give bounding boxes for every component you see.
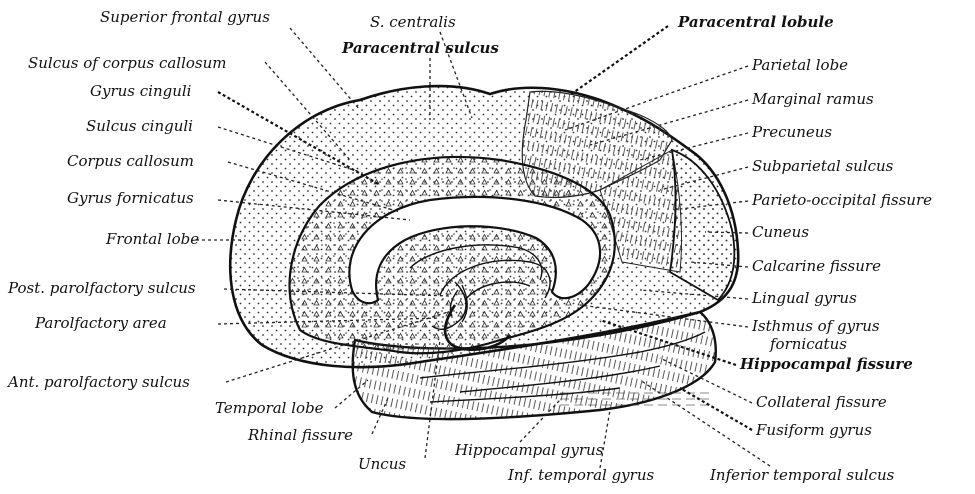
- label-post-parolfactory-sulcus: Post. parolfactory sulcus: [7, 279, 196, 297]
- cuneus-region: [670, 150, 734, 300]
- label-sulcus-cinguli: Sulcus cinguli: [86, 117, 193, 135]
- label-subparietal-sulcus: Subparietal sulcus: [752, 157, 894, 175]
- label-marginal-ramus: Marginal ramus: [751, 90, 874, 108]
- label-uncus: Uncus: [358, 455, 406, 473]
- label-parolfactory-area: Parolfactory area: [34, 314, 167, 332]
- label-hippocampal-gyrus: Hippocampal gyrus: [454, 441, 604, 459]
- label-gyrus-fornicatus: Gyrus fornicatus: [67, 189, 194, 207]
- label-cuneus: Cuneus: [752, 223, 809, 241]
- label-s-centralis: S. centralis: [370, 13, 456, 31]
- label-paracentral-lobule: Paracentral lobule: [677, 13, 834, 31]
- label-calcarine-fissure: Calcarine fissure: [752, 257, 881, 275]
- label-collateral-fissure: Collateral fissure: [756, 393, 887, 411]
- label-parieto-occipital-fissure: Parieto-occipital fissure: [751, 191, 932, 209]
- leader-inf-temporal-gyrus: [600, 410, 610, 468]
- leader-paracentral-lobule: [570, 26, 668, 95]
- label-isthmus-line1: Isthmus of gyrus: [751, 317, 880, 335]
- label-frontal-lobe: Frontal lobe: [105, 230, 199, 248]
- label-superior-frontal-gyrus: Superior frontal gyrus: [100, 8, 270, 26]
- label-ant-parolfactory-sulcus: Ant. parolfactory sulcus: [6, 373, 190, 391]
- label-parietal-lobe: Parietal lobe: [751, 56, 848, 74]
- label-inf-temporal-gyrus: Inf. temporal gyrus: [507, 466, 654, 484]
- label-precuneus: Precuneus: [751, 123, 832, 141]
- label-fusiform-gyrus: Fusiform gyrus: [755, 421, 872, 439]
- label-inferior-temporal-sulcus: Inferior temporal sulcus: [709, 466, 895, 484]
- label-corpus-callosum: Corpus callosum: [67, 152, 194, 170]
- label-paracentral-sulcus: Paracentral sulcus: [341, 39, 499, 57]
- label-isthmus-line2: fornicatus: [769, 335, 847, 353]
- label-lingual-gyrus: Lingual gyrus: [751, 289, 857, 307]
- label-temporal-lobe: Temporal lobe: [215, 399, 324, 417]
- label-hippocampal-fissure: Hippocampal fissure: [739, 355, 913, 373]
- label-sulcus-corpus-callosum: Sulcus of corpus callosum: [28, 54, 227, 72]
- label-rhinal-fissure: Rhinal fissure: [247, 426, 353, 444]
- label-gyrus-cinguli: Gyrus cinguli: [90, 82, 192, 100]
